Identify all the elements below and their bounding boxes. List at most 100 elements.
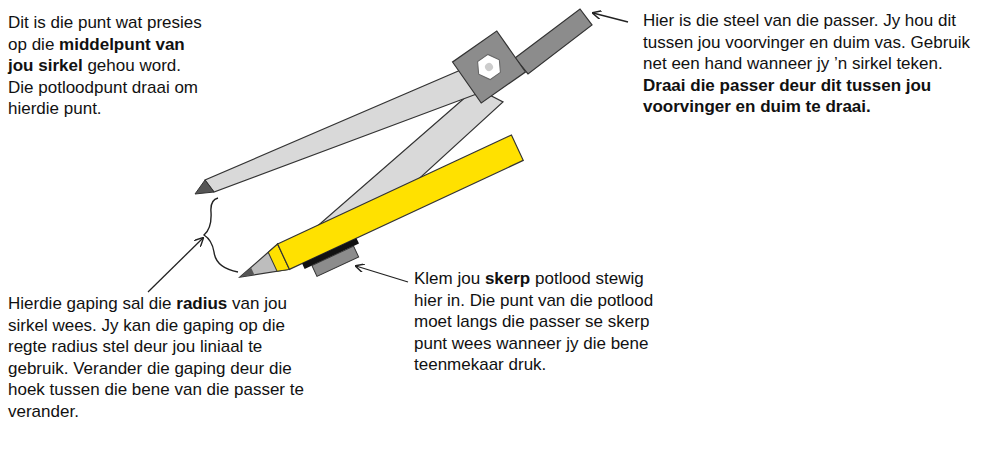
text-run: hand xyxy=(704,54,742,73)
text-run xyxy=(561,334,566,353)
text-run: teenmekaar xyxy=(414,355,504,374)
text-run: voorvinger xyxy=(725,33,804,52)
text-run xyxy=(447,334,452,353)
text-run: passer xyxy=(529,312,580,331)
text-run xyxy=(227,294,232,313)
text-run: gaping xyxy=(183,316,234,335)
text-run xyxy=(243,337,248,356)
text-run xyxy=(142,13,147,32)
text-run: die xyxy=(207,380,230,399)
text-run xyxy=(591,269,596,288)
text-run: sal xyxy=(122,294,144,313)
text-run: in. xyxy=(447,291,465,310)
text-run xyxy=(606,334,611,353)
text-run: wees. xyxy=(52,316,96,335)
text-run: dit xyxy=(821,76,842,95)
text-run xyxy=(170,359,175,378)
text-run: duim xyxy=(833,33,870,52)
text-run xyxy=(129,337,134,356)
leader-line xyxy=(148,238,203,292)
text-run: draai. xyxy=(825,97,870,116)
text-run xyxy=(495,291,500,310)
text-run: deur xyxy=(134,337,168,356)
text-run xyxy=(34,78,39,97)
text-run: stel xyxy=(103,337,129,356)
text-run xyxy=(933,11,938,30)
text-run xyxy=(29,13,34,32)
text-run: die xyxy=(51,13,74,32)
text-run xyxy=(731,97,736,116)
text-run: hierdie xyxy=(8,99,59,118)
text-run xyxy=(259,294,264,313)
text-run: jou xyxy=(457,269,480,288)
text-run xyxy=(452,312,457,331)
text-run: druk. xyxy=(509,355,547,374)
text-run xyxy=(828,33,833,52)
text-run xyxy=(202,380,207,399)
text-run: radius xyxy=(51,337,97,356)
text-run xyxy=(119,316,124,335)
text-run xyxy=(900,11,905,30)
text-run xyxy=(168,337,173,356)
text-run: Gebruik xyxy=(911,33,971,52)
text-run xyxy=(492,334,497,353)
text-run: jou xyxy=(698,33,721,52)
text-run: deur xyxy=(779,76,816,95)
text-run: net xyxy=(643,54,667,73)
text-run: die xyxy=(32,35,55,54)
text-run: skerp xyxy=(485,269,530,288)
text-run xyxy=(47,337,52,356)
text-run: te xyxy=(806,97,821,116)
text-run xyxy=(151,35,156,54)
text-run: jou xyxy=(906,76,932,95)
text-run: jou xyxy=(264,294,287,313)
text-run xyxy=(45,380,50,399)
text-run xyxy=(719,11,724,30)
text-run xyxy=(847,54,852,73)
text-run xyxy=(465,291,470,310)
text-run xyxy=(801,97,806,116)
text-run: deur xyxy=(230,359,264,378)
text-run xyxy=(144,294,149,313)
text-run: te xyxy=(290,380,304,399)
text-run: duim xyxy=(760,97,801,116)
pencil xyxy=(234,135,531,306)
text-run: passer xyxy=(720,76,775,95)
text-run xyxy=(170,380,175,399)
callout-text: Klem jou skerp potlood stewig hier in. D… xyxy=(414,268,676,376)
text-run: jy xyxy=(566,334,578,353)
text-run xyxy=(97,316,102,335)
text-run xyxy=(127,78,132,97)
text-run xyxy=(686,76,691,95)
text-run: van xyxy=(155,35,184,54)
text-run xyxy=(674,11,679,30)
text-run xyxy=(721,33,726,52)
text-run xyxy=(83,56,88,75)
text-run: tussen xyxy=(846,76,901,95)
leader-line xyxy=(356,266,408,282)
callout-text: Hierdie gaping sal die radius van jou si… xyxy=(8,293,326,422)
text-run: wanneer xyxy=(496,334,561,353)
text-run: jou xyxy=(173,337,196,356)
text-run xyxy=(264,359,269,378)
text-run: regte xyxy=(8,337,47,356)
text-run xyxy=(59,99,64,118)
text-run: punt. xyxy=(64,99,102,118)
text-run: die xyxy=(502,312,525,331)
text-run: liniaal xyxy=(200,337,243,356)
text-run xyxy=(48,316,53,335)
text-run xyxy=(98,337,103,356)
text-run: van xyxy=(174,380,201,399)
text-run xyxy=(142,359,147,378)
text-run xyxy=(530,269,535,288)
text-run xyxy=(135,56,140,75)
needle-point xyxy=(195,180,214,194)
text-run xyxy=(580,312,585,331)
text-run xyxy=(285,380,290,399)
leader-line xyxy=(593,13,628,22)
text-run xyxy=(906,33,911,52)
text-run: jou xyxy=(8,56,34,75)
text-run xyxy=(755,97,760,116)
text-run xyxy=(759,11,764,30)
